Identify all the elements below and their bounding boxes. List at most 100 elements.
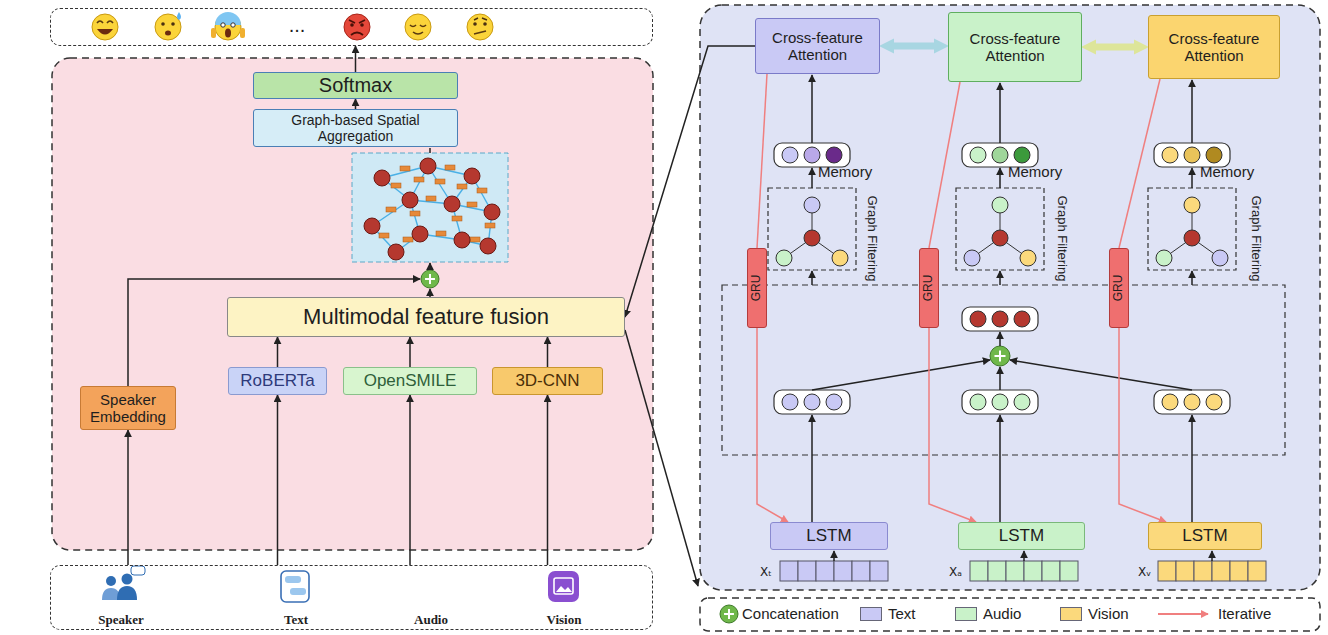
edge-weight [414, 177, 424, 182]
node-label: LSTM [775, 526, 883, 546]
legend-text: Audio [983, 605, 1021, 622]
aggregation-box: Graph-based Spatial Aggregation [253, 109, 458, 147]
graph-node [480, 238, 496, 254]
node-label: Cross-feature Attention [760, 29, 875, 64]
vector-cell [992, 147, 1008, 163]
vector-cell [1184, 394, 1200, 410]
decor-shape [171, 22, 175, 26]
detail-region [700, 5, 1320, 590]
fusion-block [722, 285, 1285, 455]
lstm-box: LSTM [770, 522, 888, 550]
vector-cell [826, 147, 842, 163]
connector-arrow [355, 99, 357, 109]
input-feature-cell [1212, 561, 1230, 581]
decor-shape [483, 22, 487, 26]
graph-filter-box [768, 188, 856, 270]
concat-symbol [990, 346, 1010, 366]
graph-node [484, 204, 500, 220]
edge-weight [436, 231, 446, 236]
edge-weight [379, 233, 389, 238]
decor-shape [351, 33, 363, 36]
connector-arrow [127, 430, 129, 565]
legend-swatch [1060, 607, 1082, 621]
decor-shape [155, 14, 181, 40]
exchange-arrow [1096, 44, 1134, 51]
node-label: GRU [1112, 275, 1126, 302]
exchange-arrow [894, 43, 934, 50]
decor-shape [161, 22, 165, 26]
flow-arrow [429, 263, 431, 270]
feature-vector [1154, 390, 1230, 414]
concat-symbol [995, 351, 1006, 362]
decor-shape [177, 12, 181, 20]
decor-shape [285, 576, 301, 583]
concat-symbol [421, 270, 439, 288]
vector-cell [992, 394, 1008, 410]
rotated-label: Graph Filtering [1249, 195, 1264, 281]
vector-cell [1014, 147, 1030, 163]
vector-cell [1014, 311, 1030, 327]
decor-shape [165, 31, 171, 36]
edge-weight [391, 183, 401, 188]
edge-weight [410, 211, 420, 216]
flow-arrow [429, 289, 431, 297]
decor-shape [474, 18, 487, 20]
annotation-label: Xᵥ [1138, 566, 1151, 580]
edge-weight [457, 184, 467, 189]
legend-text: Concatenation [742, 605, 839, 622]
gru-box: GRU [747, 248, 767, 328]
graph-node [420, 158, 436, 174]
flow-arrow [811, 168, 813, 188]
decor-shape [548, 571, 579, 602]
node-label: LSTM [1153, 526, 1257, 546]
graph-node [374, 170, 390, 186]
attention-box: Cross-feature Attention [948, 12, 1082, 82]
decor-shape [349, 20, 365, 23]
decor-shape [360, 23, 364, 27]
graph-node [964, 250, 980, 266]
iterative-line [1119, 328, 1166, 522]
flow-arrow [1191, 415, 1193, 522]
attention-box: Cross-feature Attention [1148, 15, 1280, 79]
emoji-icons [92, 12, 493, 40]
annotation-label: Memory [1008, 163, 1062, 180]
input-feature-cell [970, 561, 988, 581]
decor-shape [240, 28, 245, 38]
decor-shape [281, 571, 309, 602]
concat-symbol [425, 274, 435, 284]
vector-cell [970, 147, 986, 163]
decor-shape [405, 14, 431, 40]
decor-shape [231, 23, 235, 27]
input-feature-cell [1248, 561, 1266, 581]
graph-illustration [352, 153, 508, 262]
graph-filter-box [1148, 188, 1236, 270]
graph-node [364, 218, 380, 234]
output-emotion-box: ... [50, 8, 653, 46]
decor-shape [467, 14, 493, 40]
connector-arrow [625, 46, 755, 317]
annotation-label: Xₜ [760, 566, 772, 580]
node-label: Cross-feature Attention [953, 30, 1077, 65]
vector-cell [970, 311, 986, 327]
node-label: Speaker Embedding [85, 391, 171, 426]
legend-swatch [860, 607, 882, 621]
flow-arrow [1023, 551, 1025, 561]
decor-shape [556, 586, 572, 592]
input-feature-cell [1042, 561, 1060, 581]
iterative-line [757, 74, 767, 248]
vector-cell [1014, 394, 1030, 410]
vector-cell [826, 394, 842, 410]
encoder-box: 3D-CNN [492, 367, 603, 395]
decor-shape [225, 29, 231, 38]
rotated-label: Graph Filtering [865, 195, 880, 281]
decor-shape [106, 576, 116, 586]
connector-arrow [277, 337, 279, 367]
rotated-label: Graph Filtering [1055, 195, 1070, 281]
lstm-box: LSTM [958, 522, 1085, 550]
concat-symbol [724, 609, 734, 619]
feature-vector [962, 307, 1038, 331]
flow-arrow [999, 271, 1001, 285]
edge-weight [485, 223, 495, 228]
decor-shape [344, 14, 370, 40]
